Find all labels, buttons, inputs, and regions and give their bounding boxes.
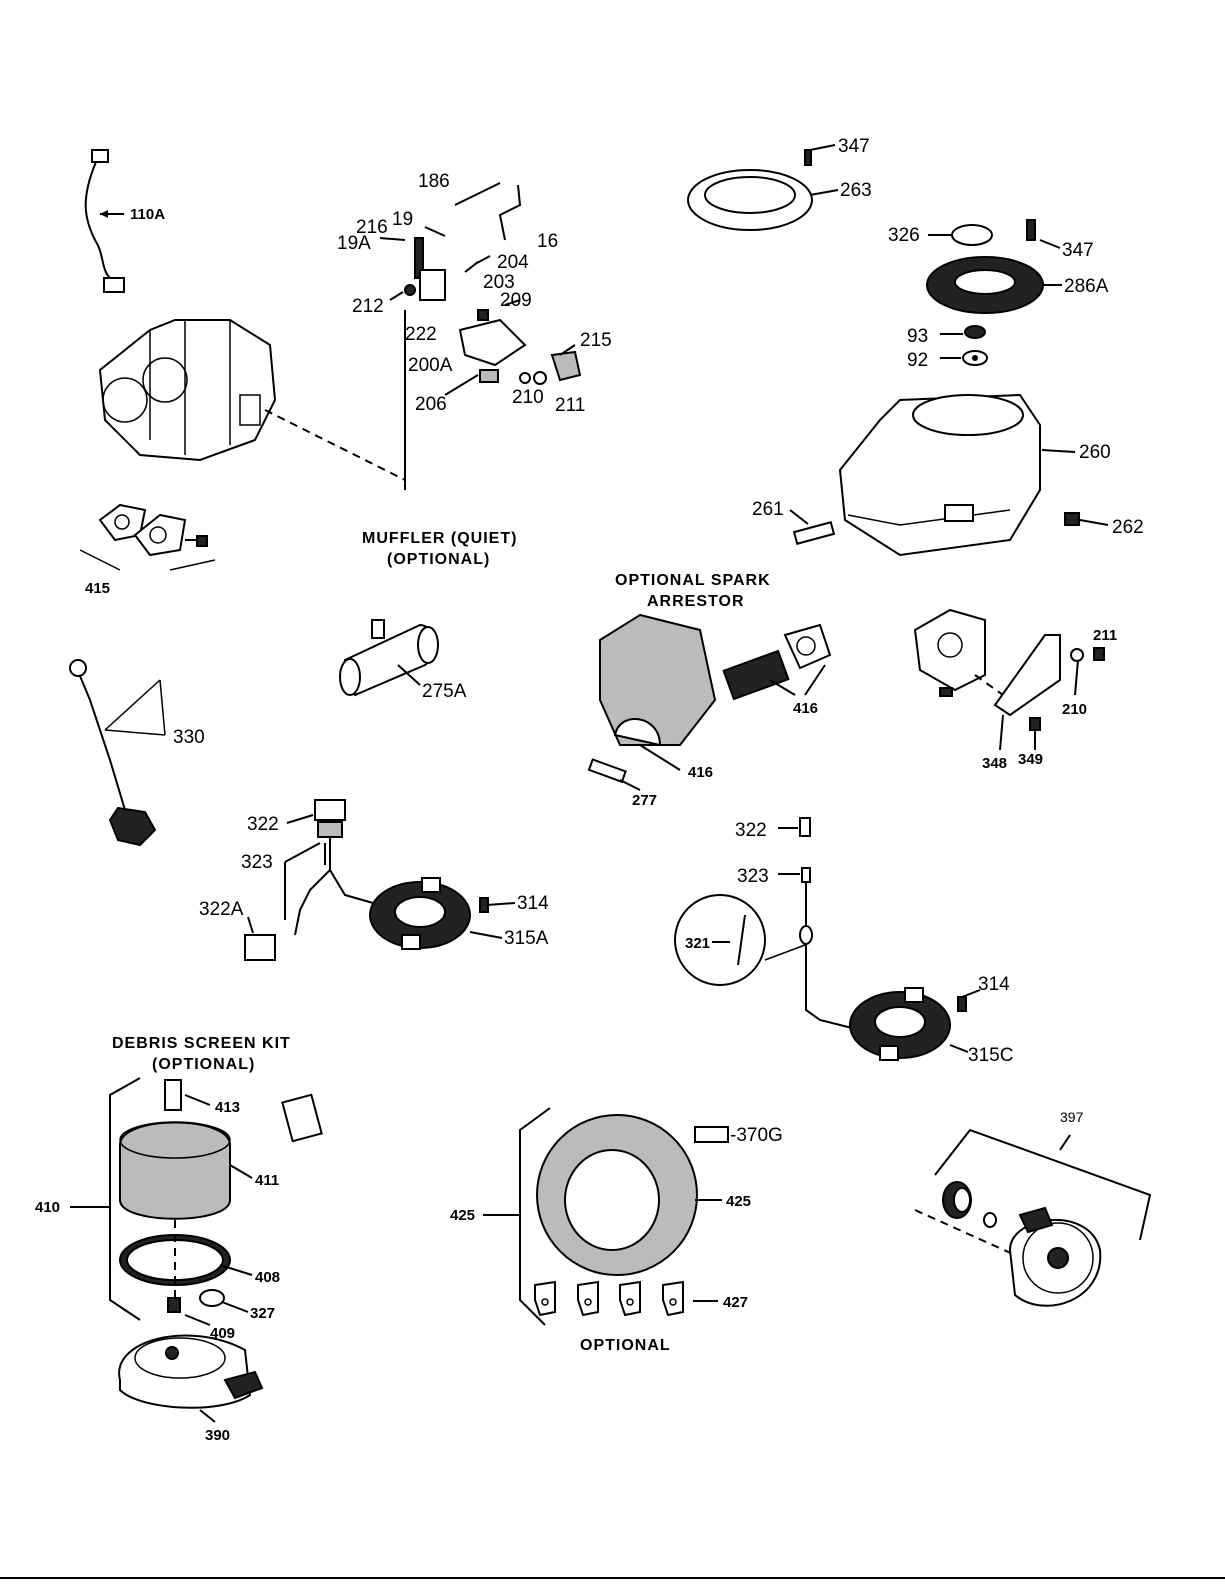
label-347-right: 347 [1062, 240, 1094, 261]
label-206: 206 [415, 394, 447, 415]
label-411: 411 [255, 1172, 279, 1189]
label-323-left: 323 [241, 852, 273, 873]
label-315C: 315C [968, 1045, 1013, 1066]
part-330-drawing [69, 659, 166, 847]
part-263-drawing [687, 144, 839, 231]
label-186: 186 [418, 171, 450, 192]
label-326: 326 [888, 225, 920, 246]
label-415: 415 [85, 580, 110, 597]
label-410: 410 [35, 1199, 60, 1216]
label-211-top: 211 [555, 395, 585, 416]
optional-label: OPTIONAL [580, 1337, 671, 1354]
label-370G: -370G [730, 1125, 783, 1146]
part-427-clips [534, 1280, 684, 1317]
label-425-left: 425 [450, 1207, 475, 1224]
part-286A-drawing [926, 219, 1062, 366]
label-348: 348 [982, 755, 1007, 772]
muffler-title-line2: (OPTIONAL) [387, 551, 490, 568]
part-415-drawing [79, 503, 216, 571]
debris-title-line2: (OPTIONAL) [152, 1056, 255, 1073]
label-92: 92 [907, 350, 928, 371]
label-275A: 275A [422, 681, 467, 702]
label-349: 349 [1018, 751, 1043, 768]
label-322-left: 322 [247, 814, 279, 835]
label-215: 215 [580, 330, 612, 351]
label-19: 19 [392, 209, 413, 230]
label-330: 330 [173, 727, 205, 748]
muffler-title-line1: MUFFLER (QUIET) [362, 530, 517, 547]
label-427: 427 [723, 1294, 748, 1311]
debris-title-line1: DEBRIS SCREEN KIT [112, 1035, 291, 1052]
part-315C-drawing [674, 817, 981, 1061]
label-263: 263 [840, 180, 872, 201]
label-322-right: 322 [735, 820, 767, 841]
spark-arrestor-drawing [587, 613, 832, 791]
label-390: 390 [205, 1427, 230, 1444]
part-275A-drawing [339, 619, 439, 697]
label-314-right: 314 [978, 974, 1010, 995]
label-110A: 110A [130, 206, 165, 223]
label-93: 93 [907, 326, 928, 347]
label-286A: 286A [1064, 276, 1109, 297]
spark-title-line2: ARRESTOR [647, 593, 745, 610]
label-408: 408 [255, 1269, 280, 1286]
label-203: 203 [483, 272, 515, 293]
label-277: 277 [632, 792, 657, 809]
label-204: 204 [497, 252, 529, 273]
label-416-top: 416 [793, 700, 818, 717]
label-210-top: 210 [512, 387, 544, 408]
label-16: 16 [537, 231, 558, 252]
part-260-blower-housing-drawing [789, 393, 1109, 557]
label-323-right: 323 [737, 866, 769, 887]
carburetor-body-drawing [98, 310, 406, 490]
debris-screen-kit-drawing [70, 1077, 323, 1423]
label-211-right: 211 [1093, 627, 1117, 644]
label-322A: 322A [199, 899, 244, 920]
label-200A: 200A [408, 355, 453, 376]
part-397-drawing [914, 1128, 1152, 1307]
label-397: 397 [1060, 1109, 1084, 1125]
label-315A: 315A [504, 928, 549, 949]
label-347-top: 347 [838, 136, 870, 157]
label-261: 261 [752, 499, 784, 520]
label-314-left: 314 [517, 893, 549, 914]
label-327: 327 [250, 1305, 275, 1322]
label-216: 216 [356, 217, 388, 238]
label-260: 260 [1079, 442, 1111, 463]
label-262: 262 [1112, 517, 1144, 538]
label-210-right: 210 [1062, 701, 1087, 718]
label-413: 413 [215, 1099, 240, 1116]
label-409: 409 [210, 1325, 235, 1342]
label-222: 222 [405, 324, 437, 345]
spark-title-line1: OPTIONAL SPARK [615, 572, 771, 589]
label-209: 209 [500, 290, 532, 311]
linkage-drawing [379, 182, 582, 396]
label-212: 212 [352, 296, 384, 317]
label-416-bottom: 416 [688, 764, 713, 781]
label-321: 321 [685, 935, 710, 952]
part-110A-drawing [84, 149, 125, 293]
carburetor-right-drawing [913, 608, 1105, 751]
part-425-drawing [483, 1107, 729, 1326]
label-19A: 19A [337, 233, 371, 254]
part-315A-drawing [244, 799, 516, 961]
label-425-right: 425 [726, 1193, 751, 1210]
